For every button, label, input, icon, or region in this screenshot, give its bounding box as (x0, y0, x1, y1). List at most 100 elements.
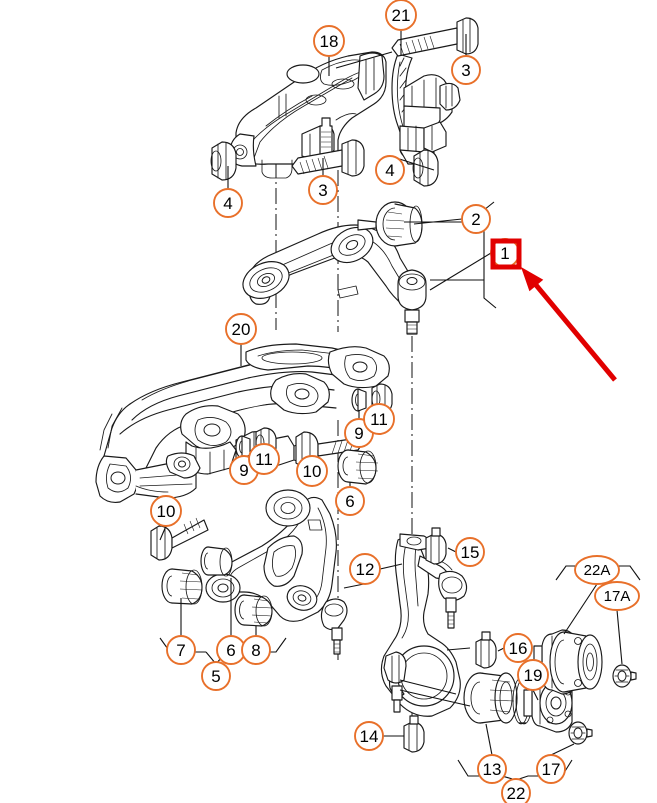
callout-22[interactable]: 22 (501, 778, 531, 803)
part-nut-16 (475, 631, 497, 669)
part-nut-14 (403, 715, 425, 753)
callout-label: 11 (255, 450, 273, 469)
callout-ring (385, 0, 417, 31)
callout-ring (594, 581, 640, 611)
callout-ring (517, 659, 549, 691)
arrow-head (521, 267, 544, 292)
callout-11[interactable]: 11 (363, 403, 395, 435)
arrow-shaft (530, 279, 617, 382)
callout-12[interactable]: 12 (349, 553, 381, 585)
callout-ring (363, 403, 395, 435)
callout-label: 1 (500, 244, 509, 263)
callout-21[interactable]: 21 (385, 0, 417, 31)
callout-18[interactable]: 18 (313, 25, 345, 57)
callout-label: 4 (385, 161, 394, 180)
callout-6[interactable]: 6 (335, 486, 365, 516)
part-bushing-6-right (337, 449, 379, 485)
part-nut-15 (425, 527, 447, 565)
callout-label: 3 (461, 61, 470, 80)
callout-3[interactable]: 3 (308, 175, 338, 205)
callout-6[interactable]: 6 (216, 635, 246, 665)
part-front-subframe-20 (95, 343, 390, 503)
callout-ring (313, 25, 345, 57)
part-washer-9-center (235, 435, 251, 459)
callout-2[interactable]: 2 (461, 204, 491, 234)
callout-label: 17 (542, 760, 561, 779)
part-bolt-3-under-bracket (319, 117, 333, 157)
part-subframe-bracket-18 (229, 51, 387, 179)
callout-ring (225, 313, 257, 345)
callout-ring (477, 754, 507, 784)
part-upper-control-arm-2 (242, 224, 424, 307)
callout-ring (503, 633, 533, 663)
highlight-box (490, 238, 522, 270)
callout-ring (241, 635, 271, 665)
part-lower-control-arm-5 (205, 489, 348, 655)
callout-17[interactable]: 17 (536, 754, 566, 784)
callout-label: 2 (471, 210, 480, 229)
callout-label: 3 (318, 181, 327, 200)
callout-11[interactable]: 11 (248, 443, 280, 475)
callout-15[interactable]: 15 (455, 537, 485, 567)
callout-ring (354, 721, 384, 751)
callout-ring (375, 155, 405, 185)
callout-ring (501, 778, 531, 803)
callout-label: 16 (509, 639, 528, 658)
callout-17a[interactable]: 17A (594, 581, 640, 611)
callout-ring (461, 204, 491, 234)
part-nut-4-left (210, 141, 237, 181)
part-hub-assembly-22A (533, 629, 603, 695)
part-nut-4-right (412, 149, 439, 187)
callout-label: 22A (584, 562, 611, 579)
callout-label: 6 (226, 641, 235, 660)
callout-19[interactable]: 19 (517, 659, 549, 691)
callout-label: 9 (239, 461, 248, 480)
part-hub-bolt-17 (568, 721, 593, 745)
part-wheel-bearing-13 (463, 672, 518, 724)
callout-10[interactable]: 10 (150, 495, 182, 527)
part-hub-bolt-17A (612, 664, 637, 688)
callout-5[interactable]: 5 (201, 661, 231, 691)
callout-ring (201, 661, 231, 691)
callout-ring (455, 537, 485, 567)
callout-8[interactable]: 8 (241, 635, 271, 665)
callout-7[interactable]: 7 (166, 635, 196, 665)
part-washer-9-upper (351, 388, 367, 412)
callout-14[interactable]: 14 (354, 721, 384, 751)
callout-4[interactable]: 4 (213, 188, 243, 218)
callout-ring (451, 55, 481, 85)
callout-label: 19 (524, 666, 543, 685)
callout-3[interactable]: 3 (451, 55, 481, 85)
callout-4[interactable]: 4 (375, 155, 405, 185)
callout-label: 15 (461, 543, 480, 562)
callout-ring (296, 455, 328, 487)
callout-label: 13 (483, 760, 502, 779)
callout-ring (166, 635, 196, 665)
callout-label: 6 (345, 492, 354, 511)
callout-label: 5 (211, 667, 220, 686)
part-ball-joint-1 (397, 269, 427, 335)
callout-label: 18 (320, 32, 339, 51)
callout-ring (308, 175, 338, 205)
part-bolt-3-middle (291, 139, 365, 177)
callout-ring (213, 188, 243, 218)
callout-22a[interactable]: 22A (574, 555, 620, 585)
callout-ring (349, 553, 381, 585)
part-bracket-body (399, 74, 461, 165)
callout-label: 10 (157, 502, 176, 521)
callout-ring (335, 486, 365, 516)
callout-label: 12 (356, 560, 375, 579)
callout-label: 22 (507, 784, 526, 803)
callout-13[interactable]: 13 (477, 754, 507, 784)
callout-20[interactable]: 20 (225, 313, 257, 345)
callout-10[interactable]: 10 (296, 455, 328, 487)
callout-label: 10 (303, 462, 322, 481)
callout-label: 14 (360, 727, 379, 746)
callout-ring (536, 754, 566, 784)
part-steering-knuckle-12 (380, 533, 468, 717)
callout-16[interactable]: 16 (503, 633, 533, 663)
callout-label: 4 (223, 194, 232, 213)
